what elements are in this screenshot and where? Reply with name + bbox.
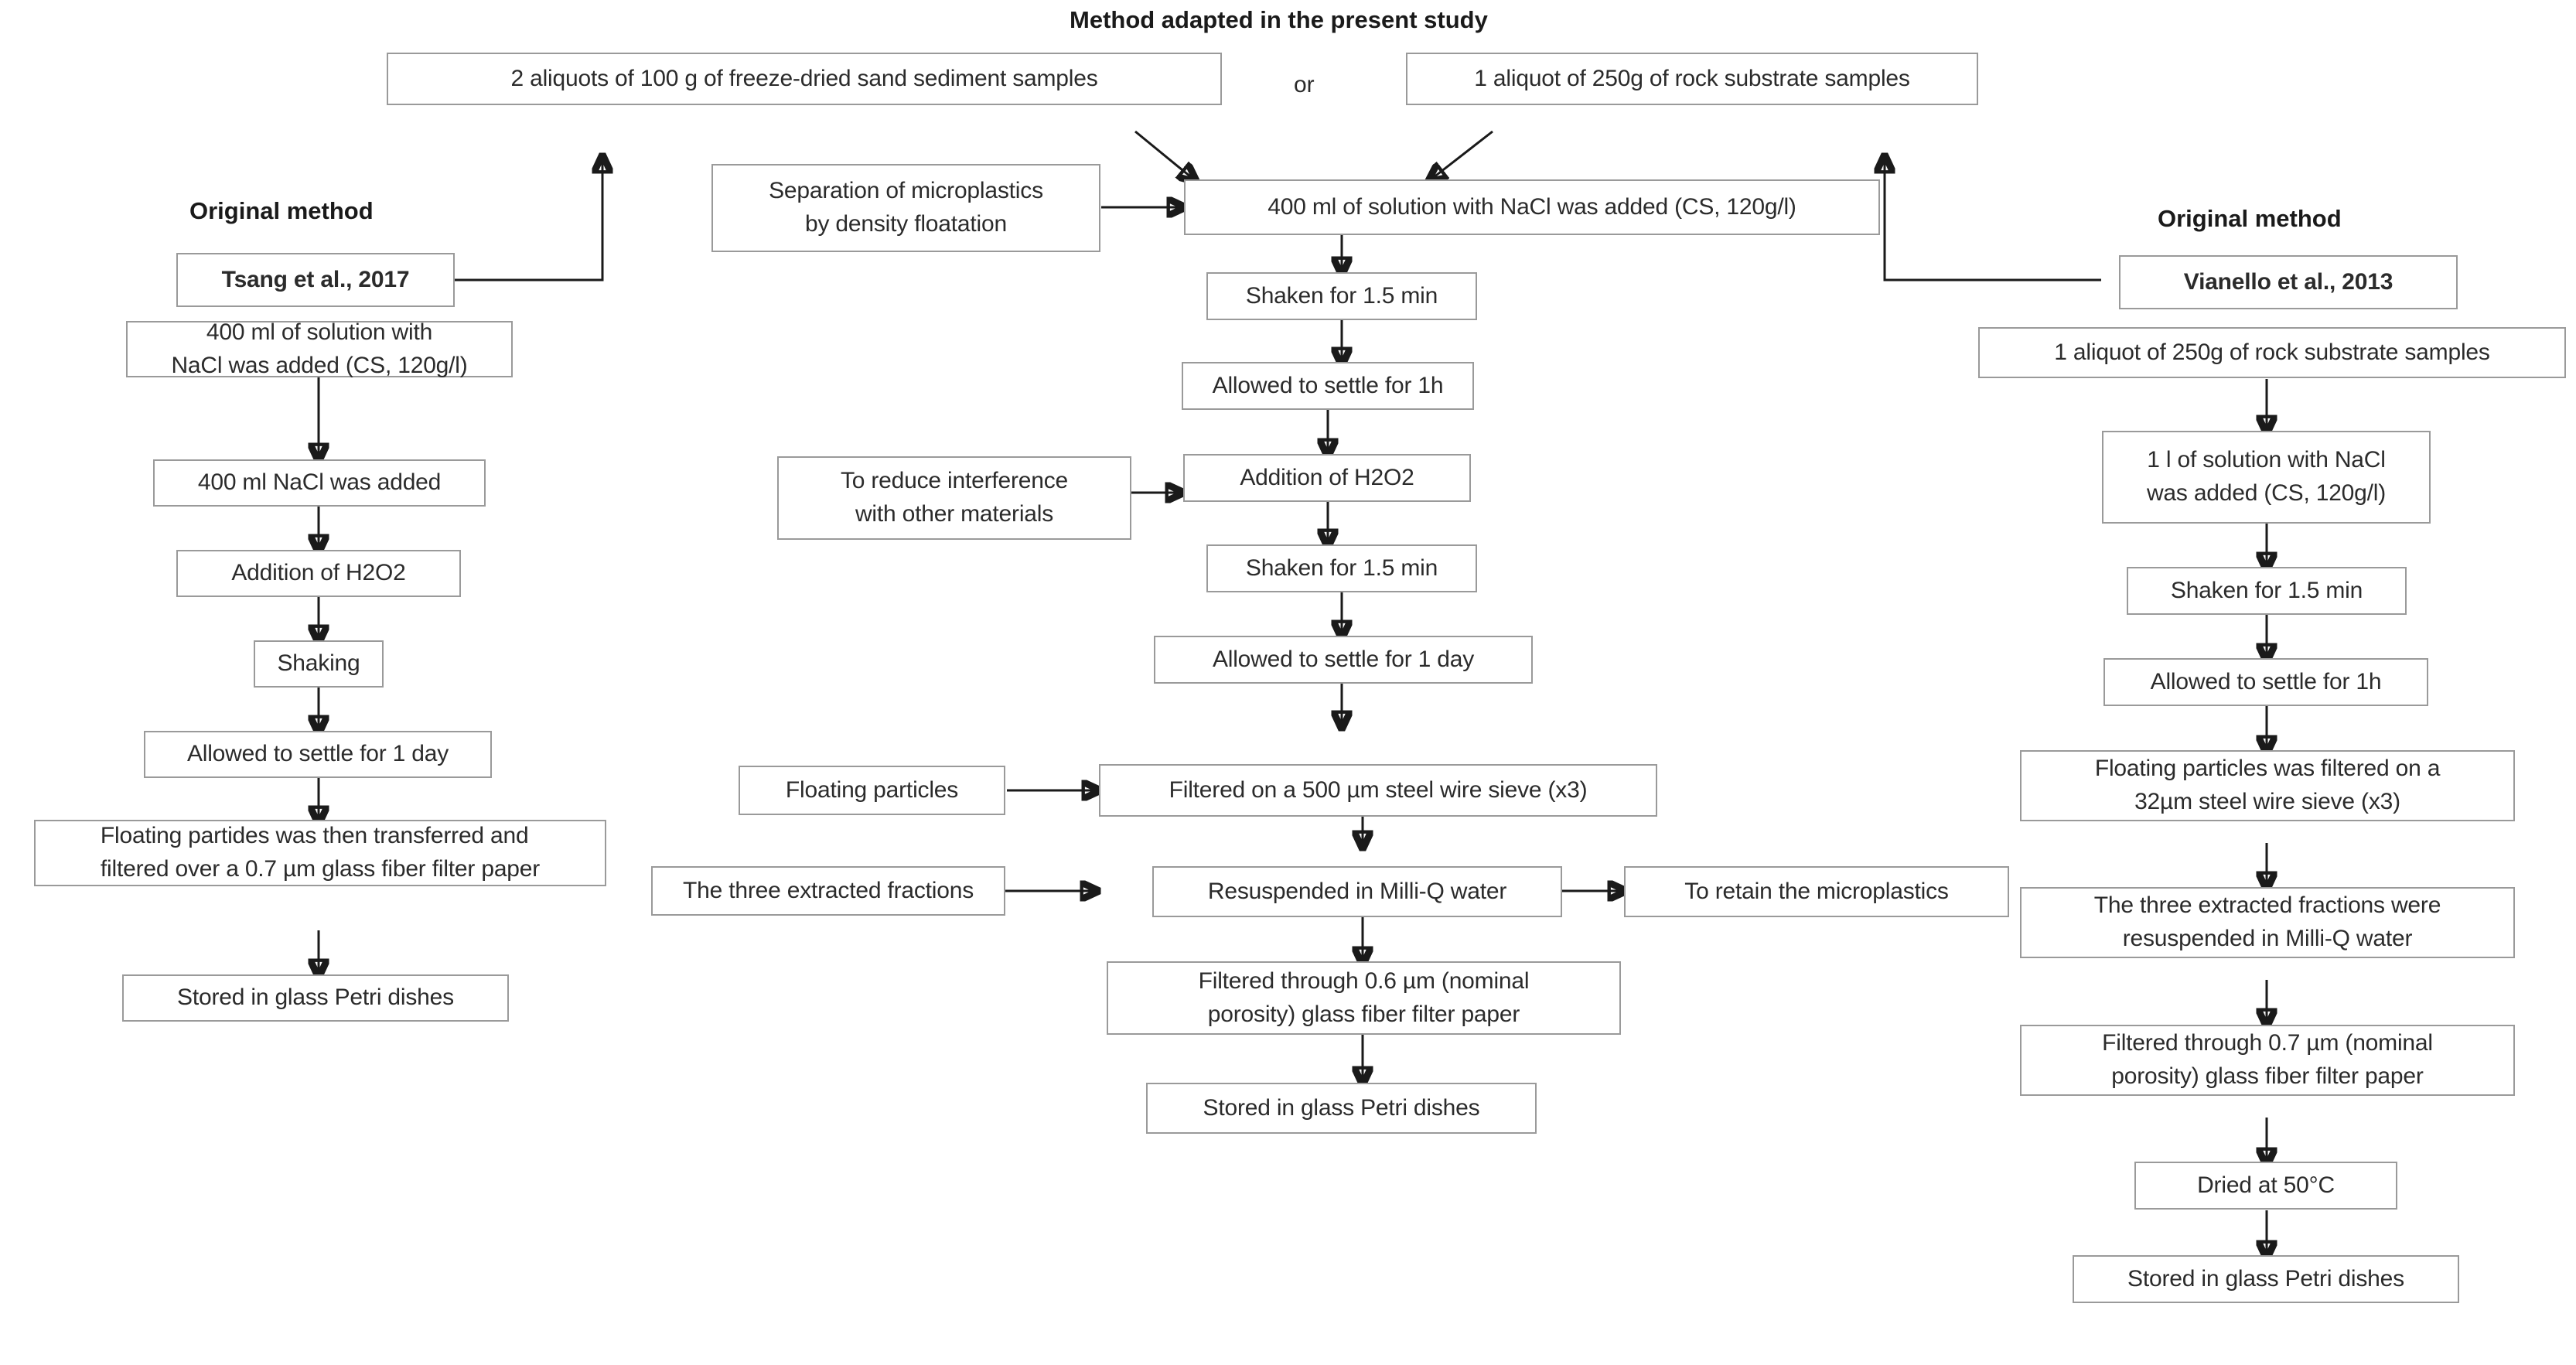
left-step-4-box[interactable]: Shaking	[254, 640, 384, 688]
center-title: Method adapted in the present study	[1070, 6, 1488, 33]
left-step-1-box[interactable]: 400 ml of solution with NaCl was added (…	[126, 319, 513, 378]
right-step-9-box[interactable]: Stored in glass Petri dishes	[2073, 1255, 2459, 1303]
center-step-10-box[interactable]: Stored in glass Petri dishes	[1146, 1083, 1537, 1134]
right-step-7-box[interactable]: Filtered through 0.7 µm (nominal porosit…	[2020, 1025, 2515, 1096]
left-step-6-box[interactable]: Floating partides was then transferred a…	[34, 820, 606, 886]
center-step-3-box[interactable]: Allowed to settle for 1h	[1182, 362, 1474, 410]
center-note-interference-box[interactable]: To reduce interference with other materi…	[777, 456, 1131, 540]
center-step-7-box[interactable]: Filtered on a 500 µm steel wire sieve (x…	[1099, 764, 1657, 817]
right-source-reference-box[interactable]: Vianello et al., 2013	[2119, 255, 2458, 309]
edge-rock-to-center	[1430, 130, 1493, 180]
center-note-floating-particles-box[interactable]: Floating particles	[739, 766, 1005, 815]
center-note-separation-box[interactable]: Separation of microplastics by density f…	[711, 164, 1100, 252]
center-step-5-box[interactable]: Shaken for 1.5 min	[1206, 544, 1477, 592]
center-step-2-box[interactable]: Shaken for 1.5 min	[1206, 272, 1477, 320]
center-step-1-box[interactable]: 400 ml of solution with NaCl was added (…	[1184, 179, 1880, 235]
sand-sediment-samples-box[interactable]: 2 aliquots of 100 g of freeze-dried sand…	[387, 53, 1222, 105]
edge-vianello-to-rock	[1885, 157, 2101, 282]
center-note-retain-microplastics-box[interactable]: To retain the microplastics	[1624, 866, 2009, 917]
center-step-9-box[interactable]: Filtered through 0.6 µm (nominal porosit…	[1107, 961, 1621, 1035]
center-step-6-box[interactable]: Allowed to settle for 1 day	[1154, 636, 1533, 684]
right-step-4-box[interactable]: Allowed to settle for 1h	[2103, 658, 2428, 706]
right-step-8-box[interactable]: Dried at 50°C	[2134, 1162, 2397, 1210]
left-step-3-box[interactable]: Addition of H2O2	[176, 550, 461, 597]
right-step-6-box[interactable]: The three extracted fractions were resus…	[2020, 887, 2515, 958]
right-step-3-box[interactable]: Shaken for 1.5 min	[2127, 567, 2407, 615]
left-step-7-box[interactable]: Stored in glass Petri dishes	[122, 974, 509, 1022]
left-step-5-box[interactable]: Allowed to settle for 1 day	[144, 731, 492, 778]
right-title: Original method	[2158, 205, 2342, 232]
right-step-2-box[interactable]: 1 l of solution with NaCl was added (CS,…	[2102, 431, 2431, 524]
center-step-8-box[interactable]: Resuspended in Milli-Q water	[1152, 866, 1562, 917]
edge-tsang-to-sand	[455, 157, 602, 282]
center-note-extracted-fractions-box[interactable]: The three extracted fractions	[651, 866, 1005, 916]
left-step-2-box[interactable]: 400 ml NaCl was added	[153, 459, 486, 507]
left-title: Original method	[189, 197, 374, 224]
or-connector-label: or	[1294, 72, 1315, 97]
right-step-1-box[interactable]: 1 aliquot of 250g of rock substrate samp…	[1978, 327, 2566, 378]
rock-substrate-samples-box[interactable]: 1 aliquot of 250g of rock substrate samp…	[1406, 53, 1978, 105]
edge-sand-to-center	[1134, 130, 1195, 180]
center-step-4-box[interactable]: Addition of H2O2	[1183, 454, 1471, 502]
left-source-reference-box[interactable]: Tsang et al., 2017	[176, 253, 455, 307]
right-step-5-box[interactable]: Floating particles was filtered on a 32µ…	[2020, 750, 2515, 821]
